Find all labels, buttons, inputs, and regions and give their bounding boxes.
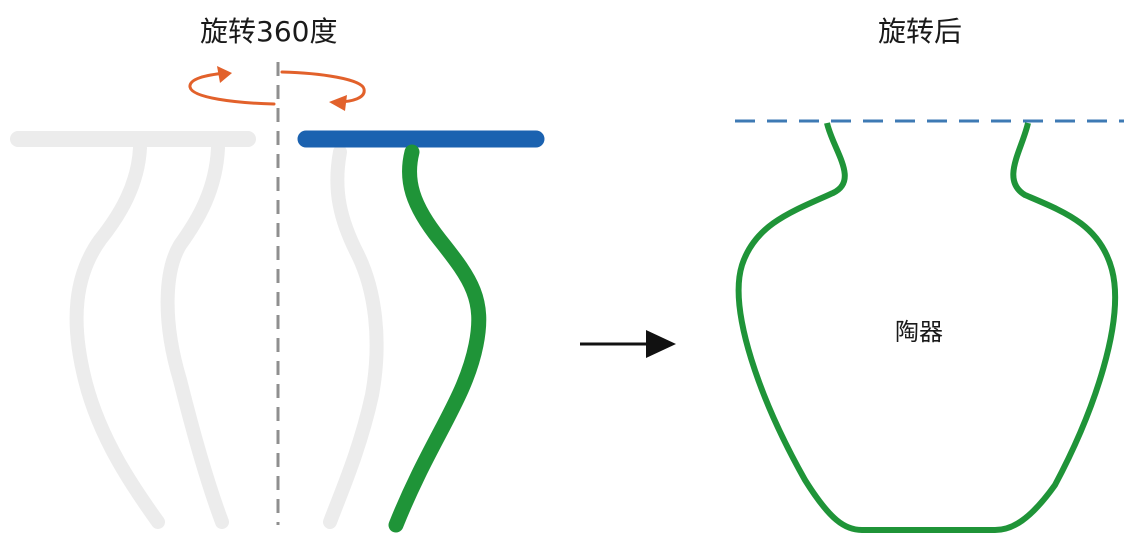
ghost-profiles <box>10 131 384 529</box>
rotation-arrowhead-front <box>329 95 347 111</box>
ghost-profile-2 <box>160 141 229 529</box>
rotation-arrowhead-back <box>217 66 232 83</box>
rotation-arrow-back <box>188 71 276 106</box>
rotate-360-title: 旋转360度 <box>200 15 338 48</box>
ghost-profile-3 <box>323 145 384 529</box>
ghost-profile-1 <box>69 141 165 529</box>
rotation-arrow-front <box>280 70 366 104</box>
green-profile-curve <box>388 144 487 533</box>
pottery-vessel-outline <box>735 122 1118 533</box>
transition-arrowhead <box>646 330 676 358</box>
circular-rotation-arrows-icon <box>188 66 366 111</box>
after-rotation-title: 旋转后 <box>878 15 963 48</box>
right-arrow-icon <box>580 330 676 358</box>
vessel-label: 陶器 <box>895 318 943 346</box>
